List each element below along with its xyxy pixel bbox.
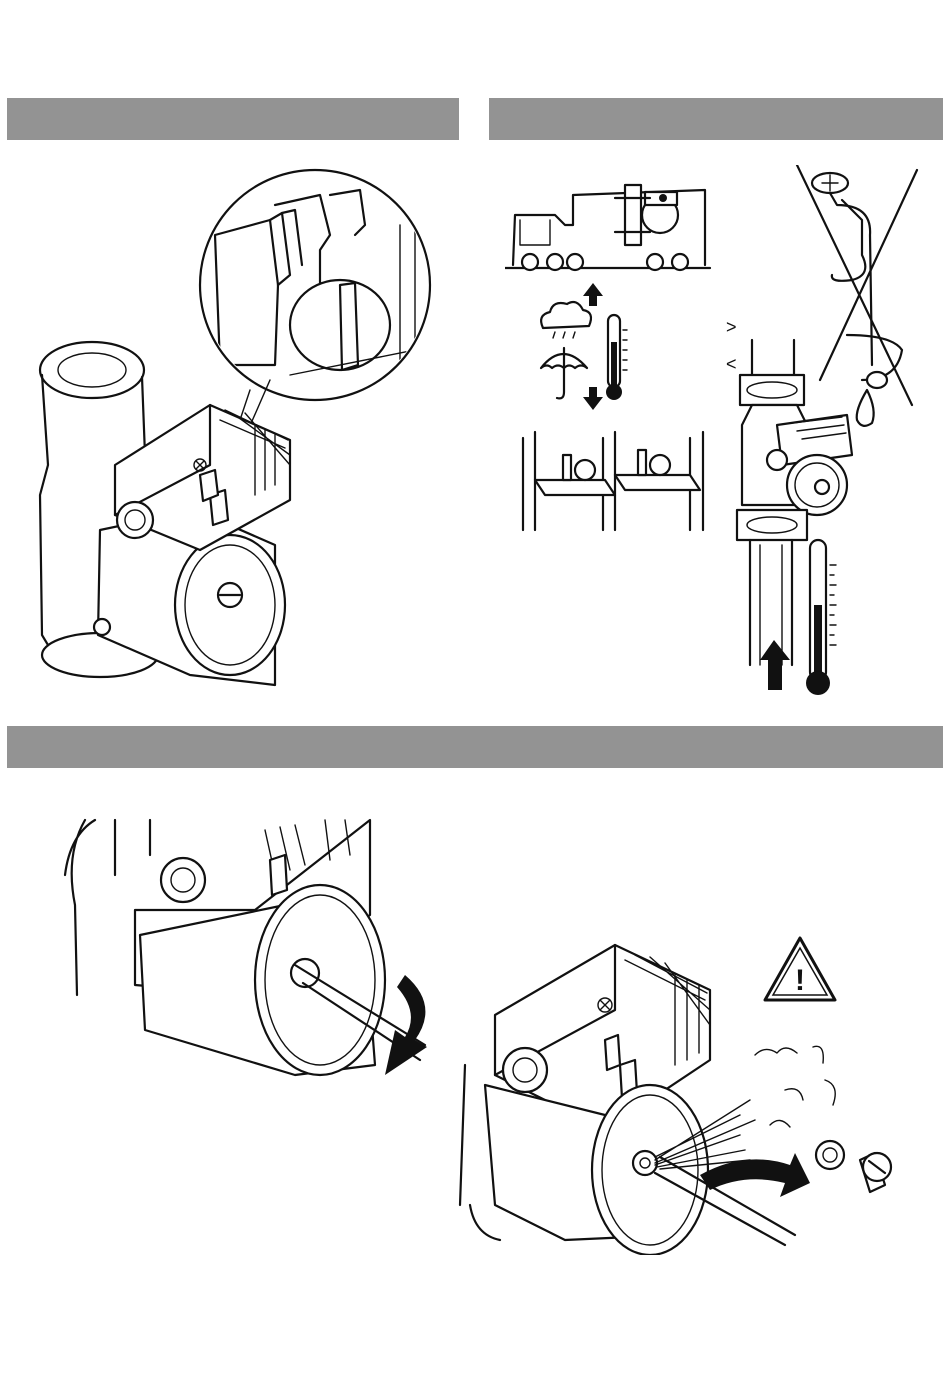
section-bar-bottom [7,726,943,768]
umbrella-icon [541,348,587,398]
section-bar-right [489,98,943,140]
up-arrow-icon [583,283,603,306]
vertical-pipe-pump-icon [737,340,852,665]
down-arrow-icon [583,387,603,410]
warning-symbol: ! [795,964,805,997]
installation-icon: > < [722,165,927,705]
thermometer-icon [806,540,836,695]
installation-figure: > < [722,165,927,705]
thermometer-icon [606,315,627,400]
pump-terminal-figure [20,165,460,695]
lower-sign-label: < [726,354,737,374]
flow-arrow-icon [760,640,790,690]
crossed-out-tap-icon [797,165,917,405]
water-drop-icon [857,390,874,426]
venting-screwdriver-figure [55,815,445,1085]
storage-conditions-icon [505,170,720,550]
vent-plug-removed-icon: ! [455,935,905,1255]
upper-sign-label: > [726,317,737,337]
section-bar-left [7,98,459,140]
venting-open-plug-figure: ! [455,935,905,1255]
screwdriver-rotation-icon [55,815,445,1085]
warning-triangle-icon: ! [765,938,835,1000]
shelf-pump-icon [523,432,703,530]
pump-with-terminal-clip-detail-icon [20,165,460,695]
truck-icon [505,185,710,270]
storage-conditions-figure [505,170,720,550]
rain-cloud-icon [541,302,591,338]
